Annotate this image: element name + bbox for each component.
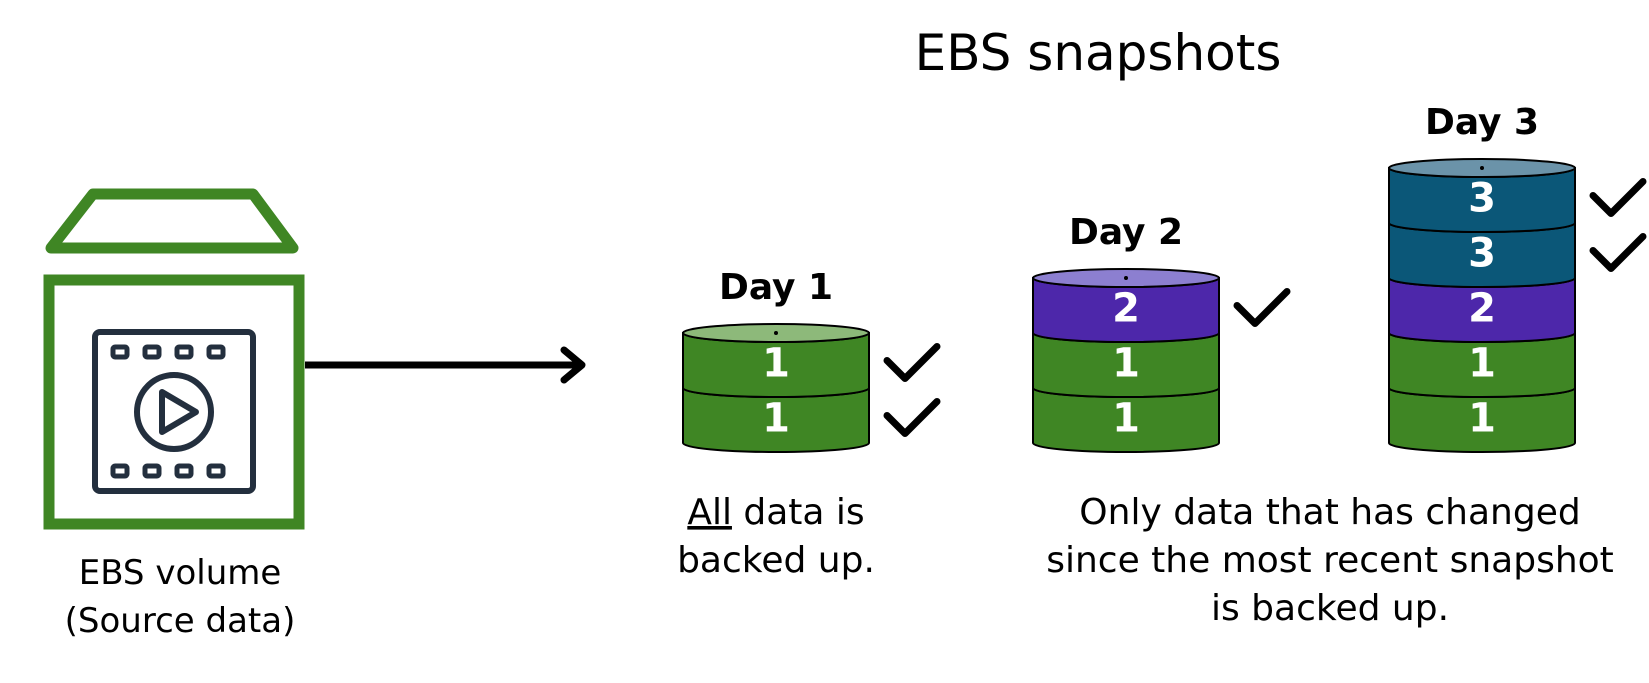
volume-lid xyxy=(45,188,299,254)
layer-label: 1 xyxy=(1112,341,1140,387)
layer-body xyxy=(682,332,870,398)
snapshot-layer: 3 xyxy=(1388,222,1576,288)
stack-top-dot xyxy=(774,331,778,335)
day-label: Day 3 xyxy=(1425,102,1539,143)
layer-body xyxy=(1388,167,1576,233)
layer-body xyxy=(1032,277,1220,343)
source-caption-line1: EBS volume xyxy=(79,553,282,593)
checkmark-icon xyxy=(1589,233,1647,272)
checkmark-icon xyxy=(883,343,941,382)
backup-arrow xyxy=(305,346,586,384)
layer-label: 3 xyxy=(1468,176,1496,222)
layer-label: 2 xyxy=(1112,286,1140,332)
layer-label: 3 xyxy=(1468,231,1496,277)
snapshot-layer: 3 xyxy=(1388,167,1576,233)
day1-caption-rest: data is xyxy=(732,492,865,533)
day1-caption-line1: All data is xyxy=(687,492,864,533)
checkmark-icon xyxy=(1589,178,1647,217)
layer-body xyxy=(1388,387,1576,453)
layer-label: 1 xyxy=(762,396,790,442)
checkmark-icon xyxy=(1233,288,1291,327)
layer-body xyxy=(1388,332,1576,398)
incremental-caption-line1: Only data that has changed xyxy=(1079,492,1580,533)
layer-body xyxy=(1032,332,1220,398)
play-triangle xyxy=(159,389,199,435)
day-label: Day 2 xyxy=(1069,212,1183,253)
snapshot-stack-day-1: 1 1 Day 1 xyxy=(682,267,941,453)
incremental-caption-line2: since the most recent snapshot xyxy=(1046,540,1614,581)
layer-body xyxy=(682,387,870,453)
stack-top-dot xyxy=(1124,276,1128,280)
play-circle xyxy=(134,372,214,452)
source-caption-line2: (Source data) xyxy=(65,601,296,641)
layer-label: 1 xyxy=(1468,396,1496,442)
snapshot-stack-day-3: 1 1 2 3 3 Day 3 xyxy=(1388,102,1647,453)
snapshot-stack-day-2: 1 1 2 Day 2 xyxy=(1032,212,1291,453)
layer-label: 1 xyxy=(1468,341,1496,387)
snapshot-layer: 1 xyxy=(682,332,870,398)
layer-label: 2 xyxy=(1468,286,1496,332)
snapshot-layer: 1 xyxy=(682,387,870,453)
layer-body xyxy=(1388,277,1576,343)
diagram-title: EBS snapshots xyxy=(915,24,1282,82)
day1-caption-underlined: All xyxy=(687,492,732,533)
layer-label: 1 xyxy=(762,341,790,387)
layer-body xyxy=(1388,222,1576,288)
day-label: Day 1 xyxy=(719,267,833,308)
layer-label: 1 xyxy=(1112,396,1140,442)
checkmark-icon xyxy=(883,398,941,437)
stack-top-dot xyxy=(1480,166,1484,170)
arrow-head-icon xyxy=(560,346,586,384)
film-sprocket-holes xyxy=(110,344,226,479)
layer-body xyxy=(1032,387,1220,453)
day1-caption-line2: backed up. xyxy=(677,540,875,581)
film-frame xyxy=(92,329,256,494)
incremental-caption-line3: is backed up. xyxy=(1211,588,1449,629)
volume-box xyxy=(43,274,305,530)
snapshot-stacks: 1 1 Day 1 1 1 2 Day 2 1 1 2 3 3 Day 3 xyxy=(682,102,1647,453)
video-file-volume-icon xyxy=(43,188,305,530)
